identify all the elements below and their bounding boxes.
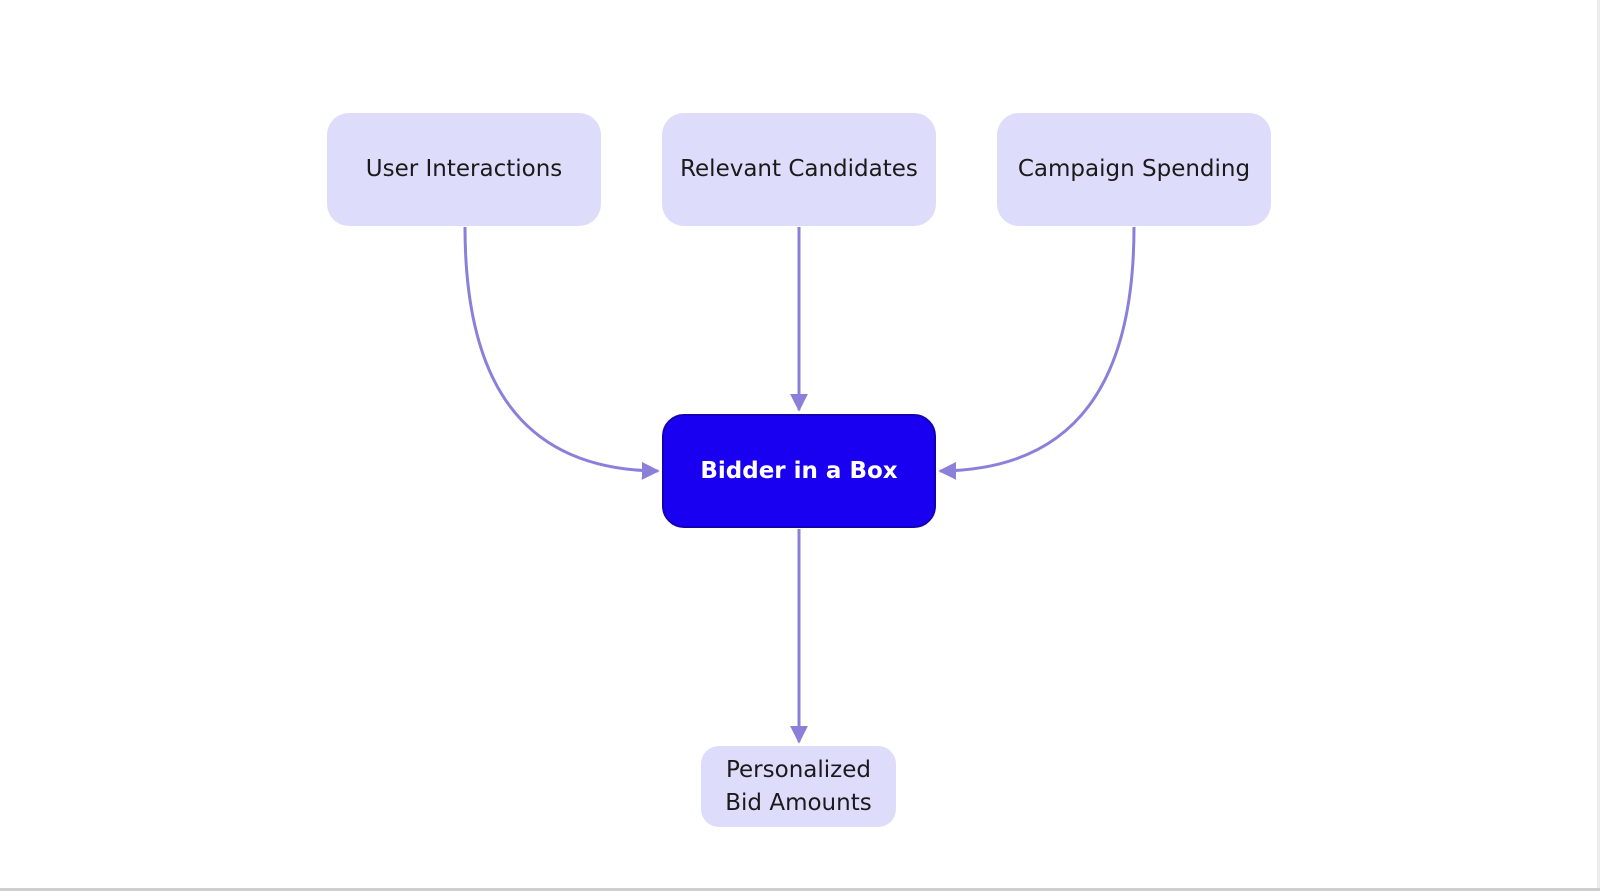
node-bidder-in-a-box: Bidder in a Box [662, 414, 936, 528]
node-campaign-spending: Campaign Spending [997, 113, 1271, 226]
node-personalized-bid-amounts: Personalized Bid Amounts [701, 746, 896, 827]
node-user-interactions: User Interactions [327, 113, 601, 226]
bottom-edge-rule [0, 888, 1600, 891]
right-edge-rule [1597, 0, 1600, 891]
edge-user-to-bidder [463, 226, 660, 480]
edge-spending-to-bidder [938, 226, 1136, 480]
node-relevant-candidates: Relevant Candidates [662, 113, 936, 226]
